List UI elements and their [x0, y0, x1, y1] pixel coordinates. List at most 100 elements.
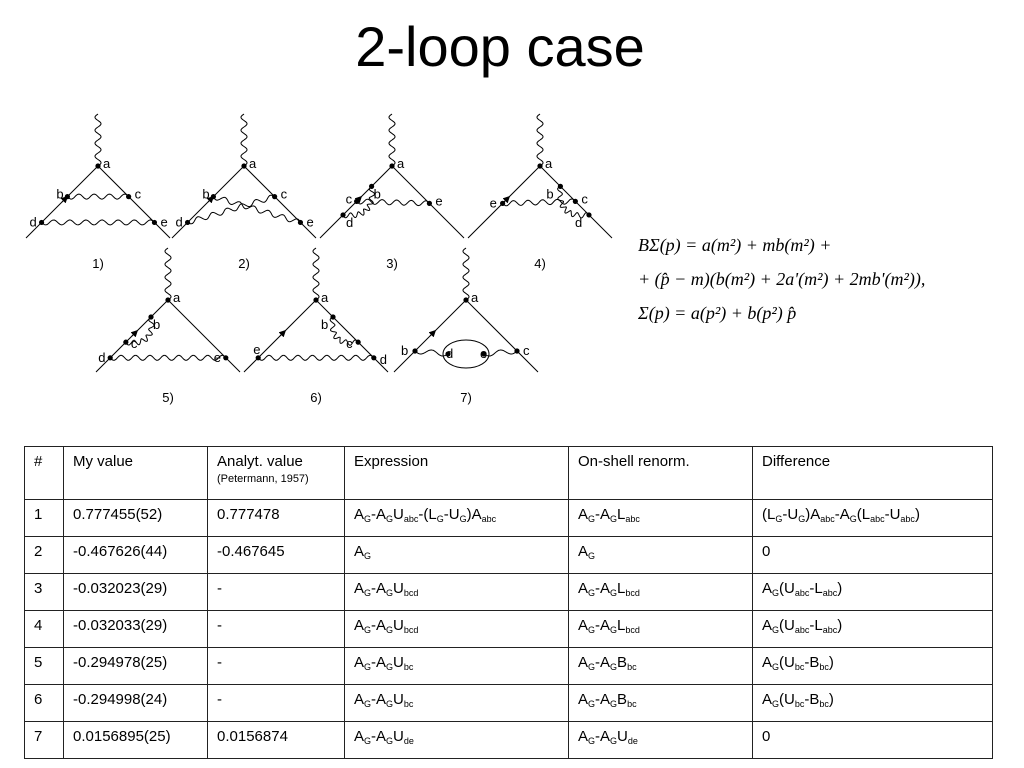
formula-line-2: + (p̂ − m)(b(m²) + 2a'(m²) + 2mb'(m²)),: [638, 269, 926, 289]
term-text: L: [617, 617, 626, 634]
vertex-label: a: [173, 290, 181, 305]
term-text: -A: [595, 728, 611, 745]
photon-line: [109, 354, 227, 361]
vertex-dot: [557, 183, 564, 189]
term-subscript: G: [772, 699, 780, 709]
photon-line: [502, 198, 576, 207]
photon-line: [414, 349, 449, 357]
vertex-dot: [330, 314, 336, 320]
term-subscript: G: [386, 699, 394, 709]
vertex-label: e: [435, 193, 442, 208]
formula-line-1: BΣ(p) = a(m²) + mb(m²) +: [638, 235, 832, 255]
analyt-citation: (Petermann, 1957): [217, 473, 309, 485]
fermion-arrow: [130, 329, 139, 338]
expression-cell: AG-AGUbcd: [344, 610, 569, 648]
row-number: 6: [24, 684, 64, 722]
term-text: -L: [809, 580, 823, 597]
header-number: #: [24, 446, 64, 500]
term-text: -U: [782, 506, 799, 523]
term-subscript: G: [772, 662, 780, 672]
fermion-arrow: [428, 329, 437, 338]
photon-line: [312, 247, 320, 301]
vertex-label: a: [471, 290, 479, 305]
term-text: (U: [779, 617, 795, 634]
term-text: A: [762, 580, 773, 597]
term-text: U: [393, 617, 404, 634]
term-text: ): [828, 654, 834, 671]
term-subscript: abc: [403, 514, 419, 524]
diagram-number: 2): [238, 256, 250, 271]
term-text: A: [578, 691, 589, 708]
term-subscript: G: [459, 514, 467, 524]
row-number: 4: [24, 610, 64, 648]
term-text: (U: [779, 580, 795, 597]
fermion-line: [167, 299, 241, 373]
vertex-dot: [272, 194, 278, 200]
expression-cell: AG-AGUabc-(LG-UG)Aabc: [344, 499, 569, 537]
row-number: 5: [24, 647, 64, 685]
self-energy-formulas: BΣ(p) = a(m²) + mb(m²) + + (p̂ − m)(b(m²…: [638, 228, 1018, 330]
analyt-value-cell: -: [207, 647, 345, 685]
term-text: -A: [595, 506, 611, 523]
vertex-dot: [514, 348, 520, 354]
term-text: U: [393, 654, 404, 671]
vertex-label: d: [446, 346, 453, 361]
fermion-line: [97, 165, 171, 239]
term-subscript: G: [364, 551, 372, 561]
fermion-line: [465, 299, 539, 373]
difference-cell: AG(Ubc-Bbc): [752, 647, 993, 685]
expression-cell: AG-AGUde: [344, 721, 569, 759]
header-my-value: My value: [63, 446, 208, 500]
term-text: -A: [371, 691, 387, 708]
term-text: (L: [762, 506, 776, 523]
vertex-label: e: [490, 195, 497, 210]
term-subscript: bc: [627, 662, 637, 672]
term-subscript: G: [436, 514, 444, 524]
term-text: -U: [443, 506, 460, 523]
term-text: )A: [805, 506, 821, 523]
term-text: ): [837, 617, 843, 634]
term-subscript: G: [798, 514, 806, 524]
photon-line: [462, 247, 470, 301]
vertex-label: c: [135, 187, 142, 202]
vertex-dot: [107, 355, 113, 361]
row-number: 2: [24, 536, 64, 574]
term-subscript: G: [364, 588, 372, 598]
photon-line: [41, 219, 155, 226]
fermion-arrow: [206, 195, 215, 204]
photon-loop: [125, 316, 155, 346]
vertex-dot: [241, 163, 247, 169]
vertex-label: c: [281, 187, 288, 202]
term-subscript: bcd: [625, 625, 640, 635]
results-table: # My value Analyt. value (Petermann, 195…: [24, 446, 993, 759]
vertex-label: d: [30, 214, 37, 229]
term-subscript: bc: [819, 699, 829, 709]
vertex-dot: [148, 314, 154, 320]
term-text: -U: [884, 506, 901, 523]
fermion-arrow: [502, 195, 511, 204]
diagram-number: 6): [310, 390, 322, 405]
term-text: -B: [804, 691, 820, 708]
my-value-cell: -0.032033(29): [63, 610, 208, 648]
term-subscript: G: [386, 625, 394, 635]
term-subscript: G: [588, 699, 596, 709]
vertex-dot: [354, 198, 360, 204]
analyt-value-cell: -0.467645: [207, 536, 345, 574]
term-text: -A: [371, 654, 387, 671]
term-subscript: G: [610, 736, 618, 746]
fermion-arrow: [60, 195, 69, 204]
vertex-label: d: [98, 350, 105, 365]
onshell-cell: AG-AGLabc: [568, 499, 753, 537]
vertex-dot: [355, 339, 361, 345]
header-analyt-value: Analyt. value (Petermann, 1957): [207, 446, 345, 500]
vertex-dot: [389, 163, 395, 169]
term-subscript: G: [610, 514, 618, 524]
term-text: -A: [595, 580, 611, 597]
term-subscript: bc: [403, 662, 414, 672]
expression-cell: AG-AGUbc: [344, 684, 569, 722]
